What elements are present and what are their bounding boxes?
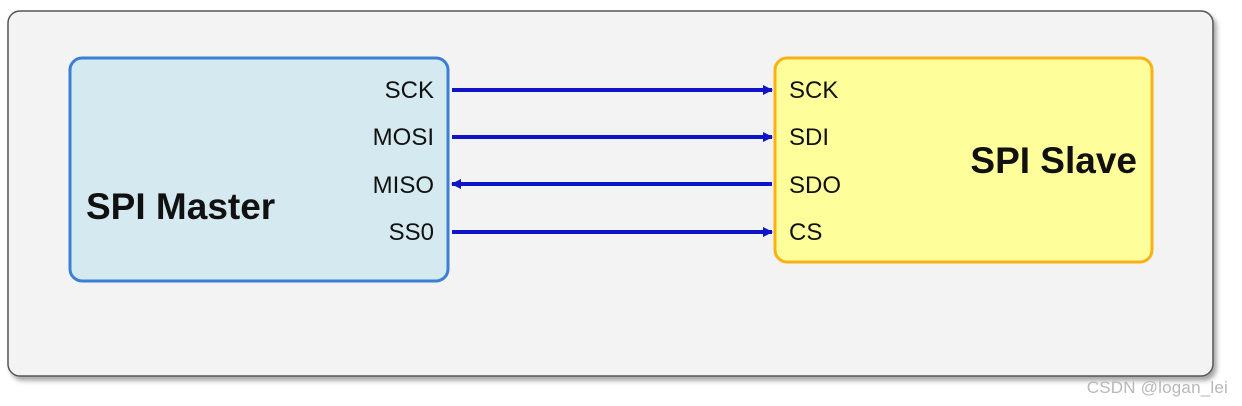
spi-slave-box [773,56,1154,264]
master-pin-sck: SCK [385,77,434,104]
slave-pin-cs: CS [789,219,822,246]
slave-pin-sdi: SDI [789,124,829,151]
slave-pin-sdo: SDO [789,172,841,199]
spi-slave-title: SPI Slave [970,140,1137,181]
master-pin-miso: MISO [373,172,434,199]
spi-master-box [68,56,450,283]
slave-pin-sck: SCK [789,77,838,104]
master-pin-mosi: MOSI [373,124,434,151]
connection-arrows [451,85,773,237]
master-pin-ss0: SS0 [389,219,434,246]
spi-master-title: SPI Master [86,186,275,227]
watermark-text: CSDN @logan_lei [1086,378,1228,397]
